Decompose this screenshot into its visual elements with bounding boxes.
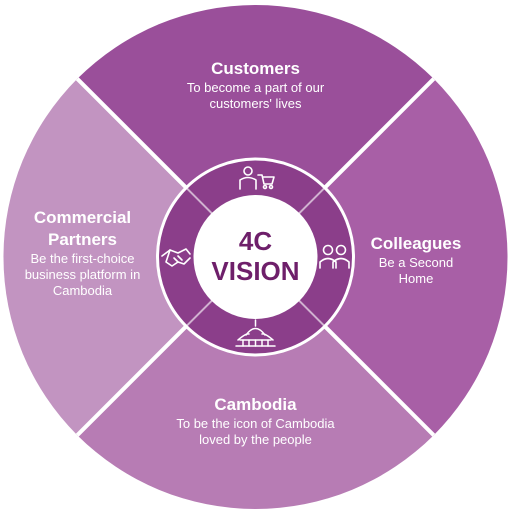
cambodia-desc-line1: To be the icon of Cambodia — [176, 416, 335, 431]
center-title: 4C VISION — [195, 226, 316, 286]
quadrant-customers — [77, 4, 434, 257]
center-title-line2: VISION — [211, 256, 300, 286]
commercial-partners-block: Commercial Partners Be the first-choice … — [12, 207, 153, 299]
quadrant-colleagues — [255, 78, 508, 436]
commercial-partners-desc-line3: Cambodia — [52, 283, 113, 298]
colleagues-block: Colleagues Be a Second Home — [360, 233, 472, 287]
center-title-line1: 4C — [238, 226, 273, 256]
cambodia-desc-line2: loved by the people — [199, 432, 312, 447]
cambodia-title: Cambodia — [214, 395, 297, 414]
commercial-partners-title-line2: Partners — [48, 230, 117, 249]
commercial-partners-desc-line2: business platform in — [24, 267, 141, 282]
customers-desc-line2: customers' lives — [209, 96, 302, 111]
customers-block: Customers To become a part of our custom… — [150, 58, 361, 112]
handshake-icon — [161, 248, 191, 267]
colleagues-icon — [319, 244, 350, 269]
quadrant-commercial-partners — [3, 78, 256, 436]
center-circle — [193, 195, 318, 319]
customers-title: Customers — [211, 59, 300, 78]
colleagues-title: Colleagues — [370, 234, 462, 253]
commercial-partners-desc-line1: Be the first-choice — [30, 251, 135, 266]
colleagues-desc-line1: Be a Second Home — [378, 255, 454, 286]
temple-icon — [235, 319, 276, 347]
cambodia-block: Cambodia To be the icon of Cambodia love… — [150, 394, 361, 448]
shopping-customer-icon — [239, 166, 275, 190]
customers-desc-line1: To become a part of our — [186, 80, 325, 95]
quadrant-cambodia — [77, 257, 434, 510]
commercial-partners-title-line1: Commercial — [33, 208, 132, 227]
